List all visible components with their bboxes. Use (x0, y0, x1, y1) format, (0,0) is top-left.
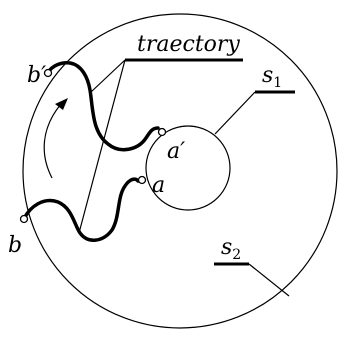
point-b-prime (43, 68, 53, 78)
leader-s1 (214, 91, 256, 135)
outer-circle-s2 (22, 13, 338, 329)
trajectory-lower (22, 177, 140, 242)
leader-traectory-lower (78, 59, 126, 234)
label-b-prime: b′ (27, 63, 46, 88)
inner-circle-s1 (145, 125, 231, 211)
point-b (19, 214, 29, 224)
label-s1: s1 (262, 63, 282, 91)
direction-arrow (43, 103, 62, 179)
leader-traectory-upper (90, 59, 126, 93)
label-s2: s2 (221, 235, 241, 263)
label-traectory: traectory (137, 32, 240, 57)
label-a-prime: a′ (167, 139, 185, 164)
label-b: b (8, 233, 22, 258)
leader-s2 (248, 263, 290, 297)
arrow-head (55, 98, 68, 110)
point-a (137, 175, 147, 185)
point-a-prime (157, 127, 167, 137)
label-a: a (152, 173, 165, 198)
trajectory-upper (46, 61, 160, 152)
